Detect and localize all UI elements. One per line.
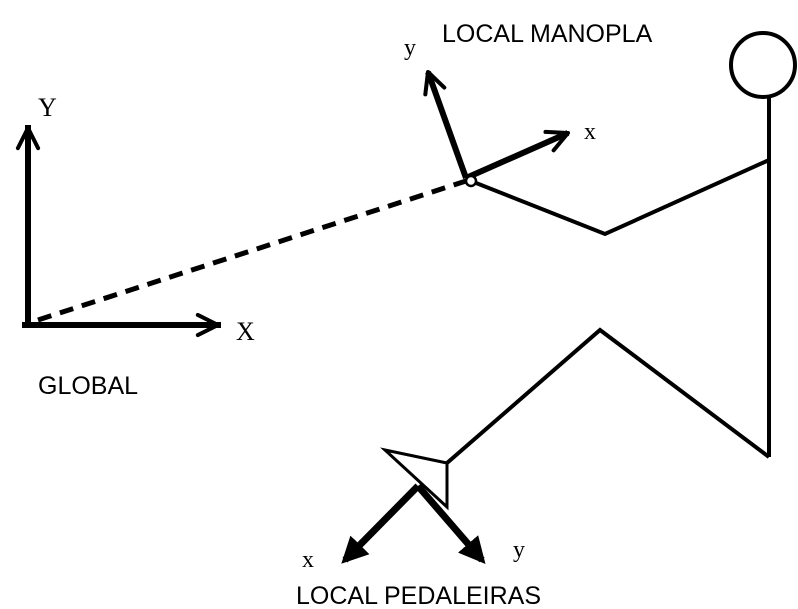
pedaleiras-y-label: y: [513, 537, 525, 563]
head-circle: [729, 31, 797, 99]
local-pedaleiras-label: LOCAL PEDALEIRAS: [296, 582, 541, 609]
global-label: GLOBAL: [38, 372, 138, 400]
lower-leg-link: [445, 327, 771, 465]
local-manopla-label: LOCAL MANOPLA: [442, 20, 653, 48]
manopla-y-label: y: [404, 35, 416, 61]
mechanism-linkage: [379, 31, 797, 511]
pedaleiras-x-label: x: [302, 547, 314, 573]
global-frame: Y X GLOBAL: [15, 93, 255, 400]
pedaleiras-x-axis: [341, 483, 421, 564]
local-manopla-frame: y x LOCAL MANOPLA: [404, 20, 653, 188]
global-x-label: X: [236, 317, 255, 346]
pedal-triangle: [379, 447, 449, 511]
manopla-y-axis: [423, 69, 469, 180]
position-vector-dashed: [37, 178, 467, 323]
manopla-x-axis: [464, 129, 571, 181]
manopla-origin-point: [464, 174, 478, 188]
upper-arm-link: [470, 158, 770, 237]
local-pedaleiras-frame: x y LOCAL PEDALEIRAS: [296, 483, 541, 609]
pedaleiras-y-axis: [415, 483, 486, 565]
manopla-x-label: x: [584, 119, 596, 145]
global-y-label: Y: [38, 93, 57, 122]
